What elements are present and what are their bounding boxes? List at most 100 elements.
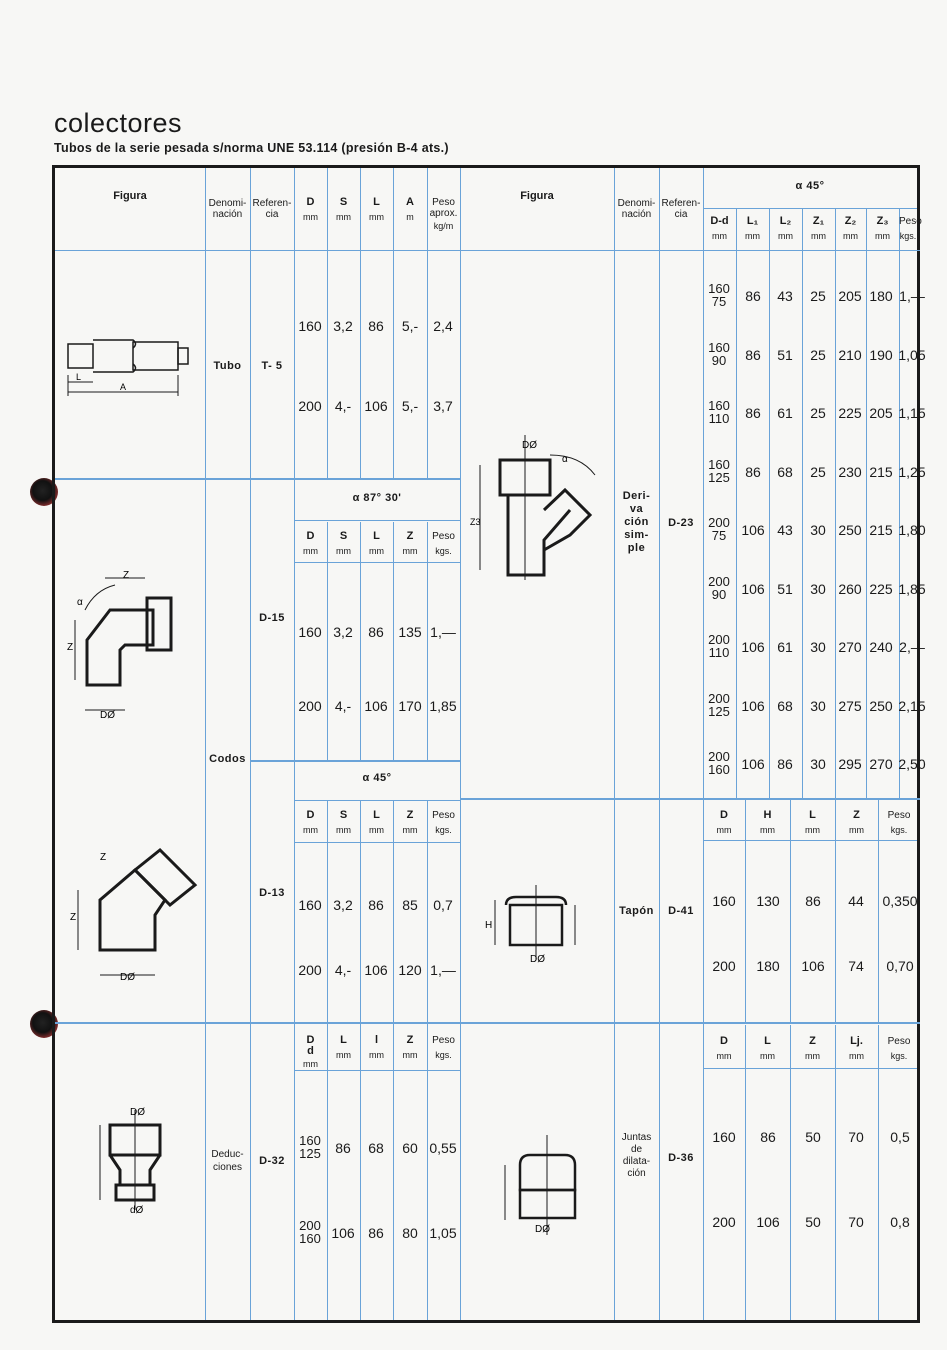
grid-line <box>790 1025 791 1320</box>
codo-d15-row-0-cell-3: 135 <box>398 624 422 640</box>
tapon-header-col-1: H <box>763 809 772 821</box>
derivacion-row-6-cell-6: 2,— <box>899 639 925 655</box>
right-angle: α 45° <box>795 180 825 192</box>
grid-line <box>393 522 394 762</box>
juntas-row-0-cell-0: 160 <box>712 1129 736 1145</box>
tapon-header-unit-0: mm <box>716 825 732 835</box>
grid-line <box>55 1022 460 1024</box>
derivacion-row-6-cell-0: 200 110 <box>708 632 730 660</box>
derivacion-row-3-cell-2: 68 <box>777 463 793 480</box>
derivacion-row-0-cell-0: 160 75 <box>708 281 730 309</box>
derivacion-row-3-cell-3: 25 <box>810 463 826 480</box>
svg-text:H: H <box>485 920 492 931</box>
grid-line <box>294 1025 295 1320</box>
derivacion-row-4-cell-3: 30 <box>810 522 826 538</box>
derivacion-row-1-cell-1: 86 <box>745 346 761 363</box>
derivacion-row-2-cell-5: 205 <box>869 405 893 421</box>
codo-d13-header-unit-3: mm <box>402 825 418 835</box>
right-header-unit-4: mm <box>843 231 858 241</box>
derivacion-row-5-cell-4: 260 <box>838 580 862 597</box>
deducciones-row-1-cell-1: 106 <box>331 1225 355 1241</box>
codo-d13-row-0-cell-2: 86 <box>368 897 384 913</box>
codo-d15-row-0-cell-4: 1,— <box>430 624 456 640</box>
codo-d13-row-1-cell-1: 4,- <box>334 962 352 978</box>
grid-line <box>327 168 328 480</box>
grid-line <box>866 208 867 798</box>
derivacion-row-0-cell-2: 43 <box>777 288 793 304</box>
grid-line <box>294 168 295 480</box>
grid-line <box>745 800 746 1022</box>
juntas-row-1-cell-3: 70 <box>848 1214 864 1230</box>
tubo-row-1-cell-1: 4,- <box>334 398 352 414</box>
derivacion-row-3-cell-0: 160 125 <box>708 456 730 485</box>
grid-line <box>294 480 295 760</box>
juntas-row-1-cell-0: 200 <box>712 1214 736 1230</box>
tapon-figure: DØ H <box>485 885 576 965</box>
derivacion-row-1-cell-3: 25 <box>810 346 826 363</box>
tubo-row-0-cell-3: 5,- <box>401 318 419 334</box>
derivacion-row-7-cell-0: 200 125 <box>708 690 730 719</box>
derivacion-row-3-cell-4: 230 <box>838 463 862 480</box>
deduccion-figure: DØ dØ <box>99 1107 162 1216</box>
tapon-header-col-2: L <box>809 809 816 821</box>
derivacion-row-8-cell-5: 270 <box>869 756 893 772</box>
deducciones-header-col-0: D d <box>306 1034 315 1057</box>
grid-line <box>835 800 836 1022</box>
juntas-header-col-2: Z <box>809 1035 816 1047</box>
left-header-col-0: D <box>306 196 315 208</box>
codo-d15-header-col-0: D <box>306 530 315 542</box>
svg-text:A: A <box>120 382 126 392</box>
deducciones-row-0-cell-0: 160 125 <box>299 1133 321 1161</box>
svg-text:L: L <box>76 372 81 382</box>
tubo-name: Tubo <box>213 360 242 372</box>
codo-d15-row-0-cell-1: 3,2 <box>333 624 353 640</box>
tubo-row-1-cell-0: 200 <box>298 398 322 414</box>
codo-d13-row-0-cell-3: 85 <box>402 897 418 913</box>
grid-line <box>769 208 770 798</box>
deducciones-row-1-cell-2: 86 <box>368 1225 384 1241</box>
derivacion-row-2-cell-0: 160 110 <box>708 398 730 426</box>
svg-text:Z: Z <box>67 642 73 653</box>
derivacion-row-1-cell-4: 210 <box>838 346 862 363</box>
right-header-col-6: Peso <box>899 216 922 227</box>
derivacion-row-1-cell-5: 190 <box>869 346 893 363</box>
codo-d15-header-unit-3: mm <box>402 546 418 556</box>
derivacion-row-0-cell-5: 180 <box>869 288 893 304</box>
grid-line <box>327 800 328 1025</box>
juntas-row-1-cell-1: 106 <box>756 1214 780 1230</box>
derivacion-figure: DØ α Z3 <box>470 435 596 580</box>
codo-d13-header-col-0: D <box>306 809 315 821</box>
codo-d15-header-unit-4: kgs. <box>435 546 452 556</box>
deducciones-header-unit-0: mm <box>303 1059 318 1069</box>
tapon-name: Tapón <box>619 905 654 917</box>
table-frame <box>52 165 920 1323</box>
codo-d13-header-col-3: Z <box>406 809 414 821</box>
derivacion-row-7-cell-3: 30 <box>810 697 826 714</box>
grid-line <box>835 1025 836 1320</box>
grid-line <box>460 798 920 800</box>
derivacion-row-8-cell-4: 295 <box>838 756 862 772</box>
tubo-row-0-cell-2: 86 <box>368 318 384 334</box>
derivacion-row-4-cell-2: 43 <box>777 522 793 538</box>
deducciones-row-0-cell-4: 0,55 <box>429 1140 457 1156</box>
tapon-ref: D-41 <box>668 905 694 917</box>
juntas-header-unit-2: mm <box>805 1051 820 1061</box>
derivacion-row-7-cell-5: 250 <box>869 697 893 714</box>
svg-text:α: α <box>77 597 83 608</box>
derivacion-row-4-cell-0: 200 75 <box>708 515 730 543</box>
grid-line <box>393 1025 394 1320</box>
tapon-row-1-cell-0: 200 <box>712 958 736 974</box>
grid-line <box>878 800 879 1022</box>
deducciones-row-0-cell-2: 68 <box>368 1140 384 1156</box>
derivacion-row-1-cell-6: 1,05 <box>898 346 926 363</box>
codo-d13-row-1-cell-3: 120 <box>398 962 422 978</box>
derivacion-row-0-cell-6: 1,— <box>899 288 925 304</box>
codo-d15-header-unit-0: mm <box>303 546 318 556</box>
juntas-header-col-1: L <box>764 1035 771 1047</box>
codo-d13-header-col-4: Peso <box>432 810 455 821</box>
codo-d15-row-0-cell-2: 86 <box>368 624 384 640</box>
derivacion-row-8-cell-2: 86 <box>777 756 793 772</box>
grid-line <box>427 522 428 762</box>
codo-d15-header-col-1: S <box>339 530 348 542</box>
left-header-unit-2: mm <box>369 212 384 222</box>
